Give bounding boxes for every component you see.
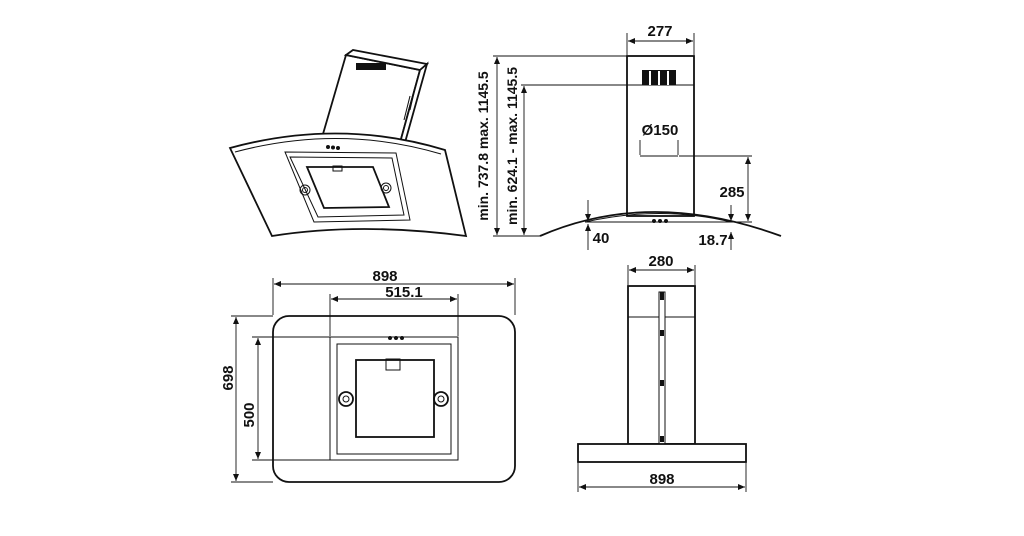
perspective-view bbox=[228, 49, 468, 238]
control-buttons-icon bbox=[326, 145, 340, 150]
dim-height-range-b: min. 624.1 - max. 1145.5 bbox=[504, 67, 520, 225]
dim-overall-width: 898 bbox=[372, 268, 397, 285]
dim-filter-depth: 500 bbox=[241, 402, 258, 427]
dim-tip-offset: 18.7 bbox=[698, 232, 727, 249]
vent-grille-icon bbox=[356, 63, 386, 70]
dim-overall-depth: 698 bbox=[220, 365, 237, 390]
dim-chimney-width: 277 bbox=[647, 23, 672, 40]
dim-filter-width: 515.1 bbox=[385, 284, 423, 301]
filter-grille bbox=[305, 166, 391, 209]
light-icon bbox=[380, 182, 392, 194]
dim-canopy-thickness: 40 bbox=[593, 230, 610, 247]
dim-canopy-height: 285 bbox=[719, 184, 744, 201]
canopy-profile bbox=[539, 211, 782, 237]
dim-chimney-width: 280 bbox=[648, 253, 673, 270]
control-buttons-icon bbox=[652, 219, 668, 223]
dim-height-range-a: min. 737.8 max. 1145.5 bbox=[475, 71, 491, 221]
filter-frame bbox=[329, 336, 459, 461]
filter-panel bbox=[284, 151, 411, 223]
light-icon bbox=[338, 391, 354, 407]
light-icon bbox=[299, 184, 311, 196]
dim-duct-diameter: Ø150 bbox=[642, 122, 679, 139]
side-view: 277 Ø150 min. 737.8 max. 1145.5 min. 624… bbox=[475, 23, 782, 250]
front-view: 280 898 bbox=[577, 253, 747, 492]
dim-overall-width: 898 bbox=[649, 471, 674, 488]
bottom-view: 898 515.1 698 500 bbox=[220, 268, 516, 483]
canopy bbox=[577, 443, 747, 463]
control-buttons-icon bbox=[388, 336, 404, 340]
light-icon bbox=[433, 391, 449, 407]
